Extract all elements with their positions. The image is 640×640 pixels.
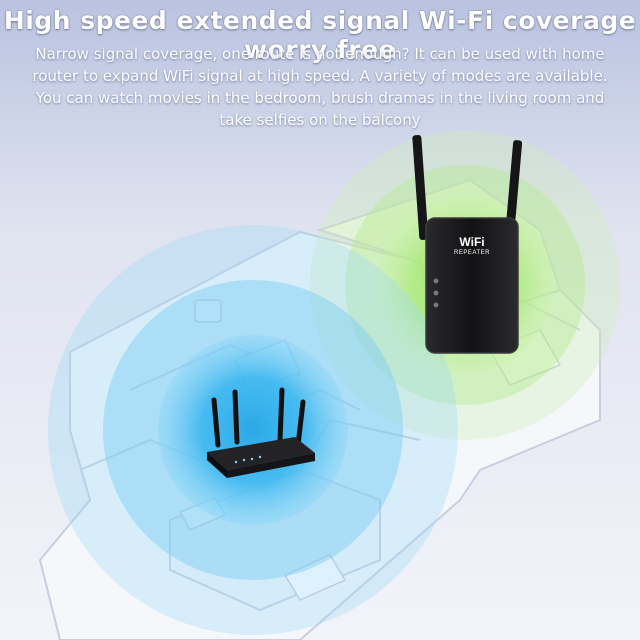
repeater-antenna-left [412, 134, 429, 240]
router-antenna-1 [211, 397, 221, 448]
repeater-leds [433, 278, 439, 308]
headline: High speed extended signal Wi-Fi coverag… [3, 6, 637, 64]
repeater-antenna-right [504, 140, 523, 240]
router-signal-waves [48, 225, 458, 635]
repeater-device [412, 134, 523, 354]
repeater-brand-label: WiFi [459, 235, 485, 249]
table-shape [283, 554, 347, 601]
subtext-paragraph: Narrow signal coverage, one route is not… [32, 45, 608, 129]
toilet-shape [194, 299, 222, 323]
router-antenna-4 [295, 399, 306, 448]
router-device [207, 387, 315, 478]
router-antenna-2 [232, 389, 240, 445]
repeater-body [426, 218, 518, 353]
repeater-model-label: REPEATER [454, 250, 490, 256]
repeater-label: WiFi REPEATER [432, 236, 512, 257]
router-antenna-3 [277, 387, 285, 443]
router-body-top [207, 437, 315, 470]
